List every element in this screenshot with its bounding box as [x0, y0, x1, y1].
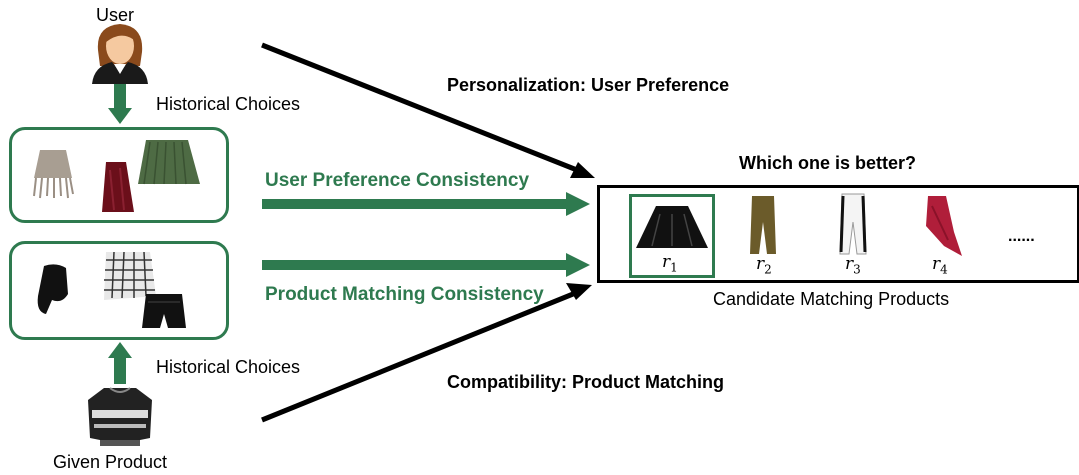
user-history-arrow: [108, 84, 132, 124]
red-asymmetric-skirt-icon: [926, 196, 962, 256]
compatibility-arrow: [261, 283, 592, 423]
candidate-label-1: r1: [662, 252, 678, 275]
user-preference-arrow: [262, 192, 590, 216]
historical-choices-top-label: Historical Choices: [156, 94, 301, 114]
user-preference-consistency-label: User Preference Consistency: [265, 170, 530, 191]
product-history-arrow: [108, 342, 132, 384]
product-matching-arrow: [262, 253, 590, 277]
black-flared-skirt-icon: [636, 206, 708, 248]
product-matching-consistency-label: Product Matching Consistency: [265, 284, 544, 305]
draped-shorts-icon: [37, 264, 68, 314]
selected-candidate-highlight: [629, 194, 715, 278]
candidate-label-3: r3: [845, 254, 861, 277]
olive-trousers-icon: [750, 196, 776, 254]
given-product-label: Given Product: [53, 452, 168, 472]
candidate-label-4: r4: [932, 254, 948, 277]
user-avatar-icon: [92, 24, 148, 84]
candidates-caption: Candidate Matching Products: [713, 289, 950, 309]
white-trousers-icon: [839, 193, 867, 255]
candidate-label-2: r2: [756, 254, 772, 277]
candidates-ellipsis: ......: [1008, 228, 1035, 245]
sweater-icon: [88, 387, 152, 446]
pleated-skirt-icon: [138, 140, 200, 185]
personalization-label: Personalization: User Preference: [447, 75, 730, 95]
velvet-skirt-icon: [102, 162, 134, 212]
plaid-skirt-icon: [104, 251, 156, 300]
personalization-arrow: [261, 42, 595, 178]
black-shorts-icon: [142, 294, 186, 328]
user-label: User: [96, 5, 135, 25]
historical-choices-bottom-label: Historical Choices: [156, 357, 301, 377]
question-label: Which one is better?: [739, 153, 917, 173]
compatibility-label: Compatibility: Product Matching: [447, 372, 724, 392]
fringe-skirt-icon: [33, 150, 74, 199]
